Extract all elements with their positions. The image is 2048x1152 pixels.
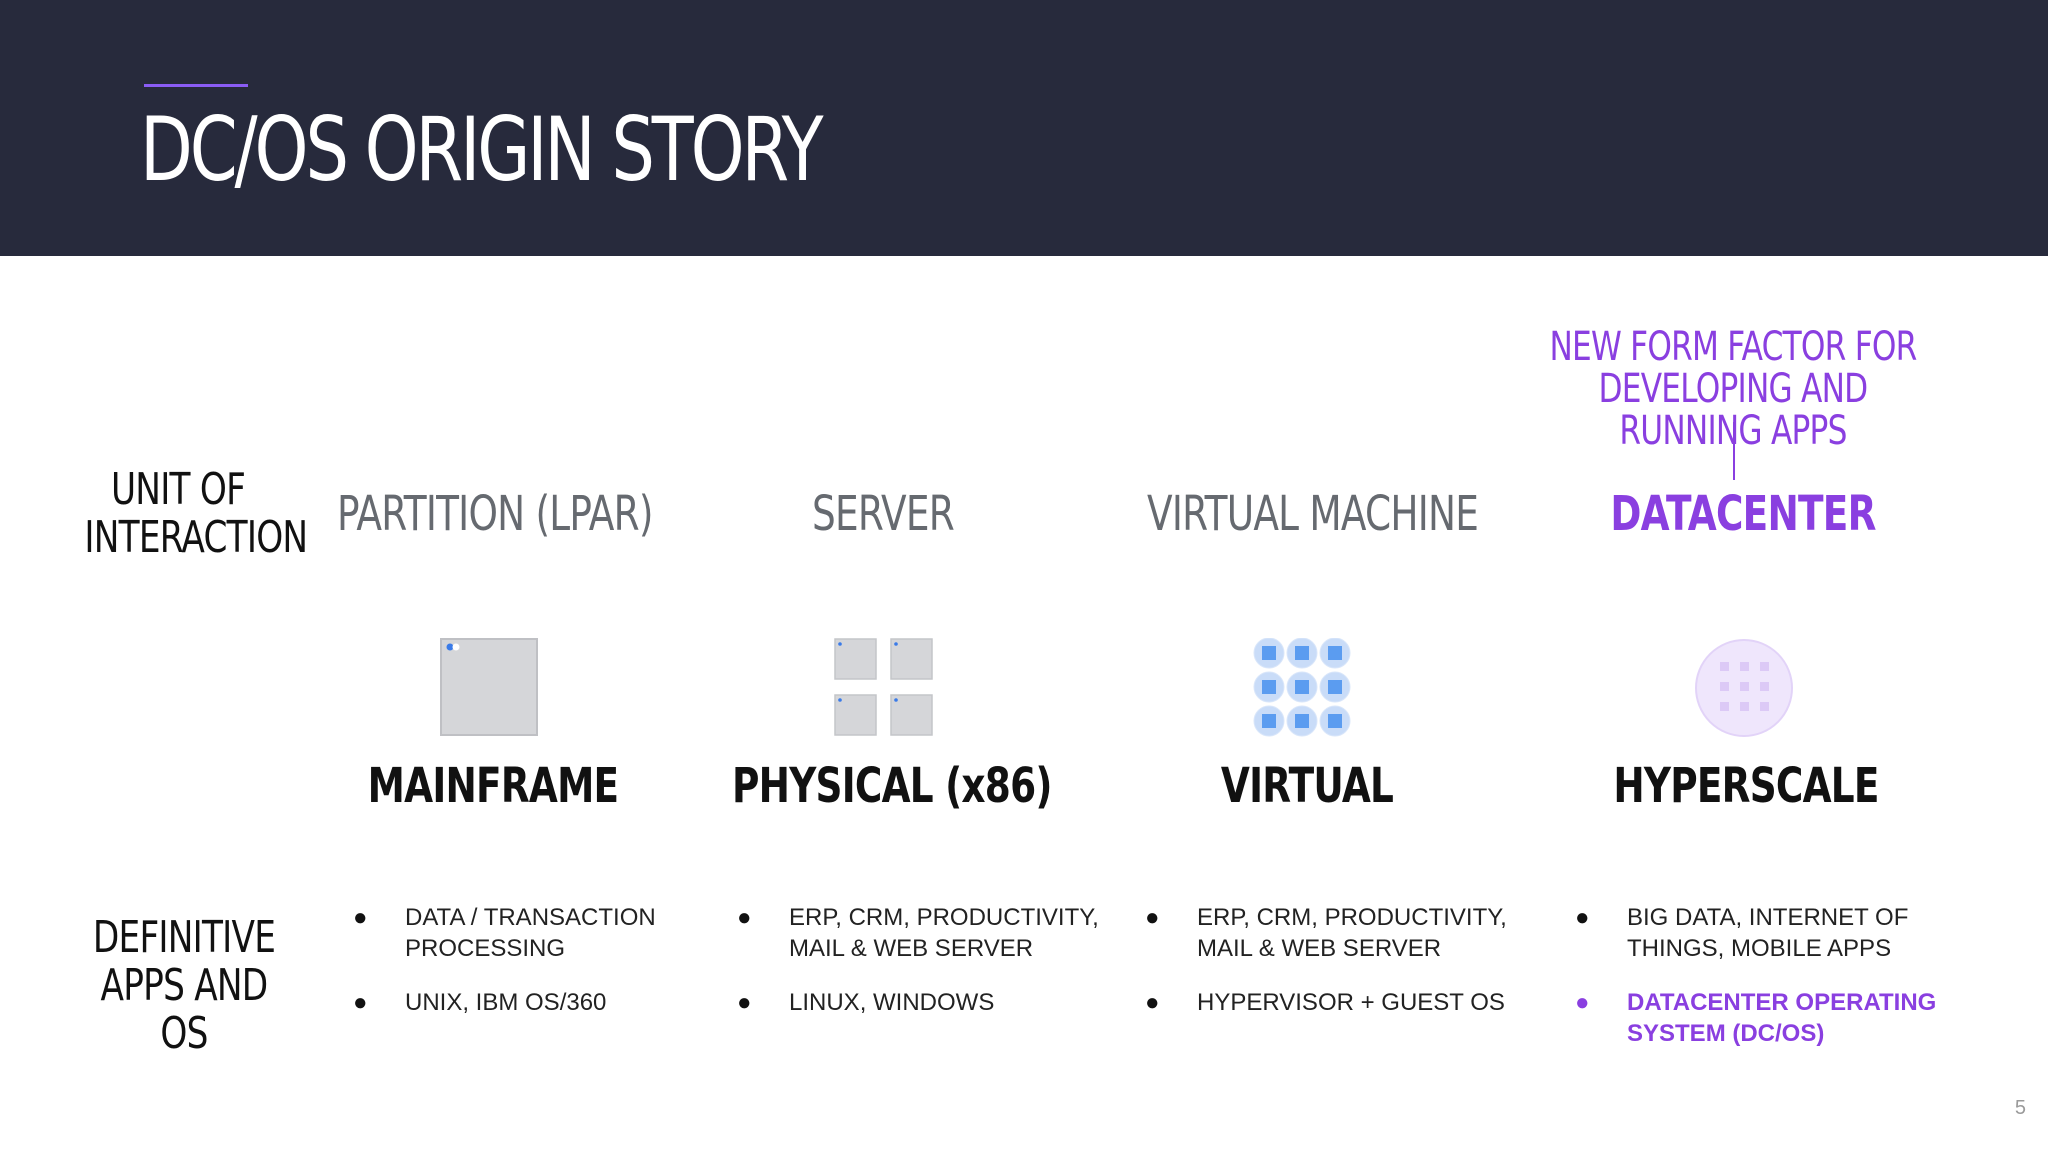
list-item: ●UNIX, IBM OS/360 bbox=[353, 989, 607, 1016]
type-mainframe: MAINFRAME bbox=[367, 758, 619, 814]
physical-apps-list: ●ERP, CRM, PRODUCTIVITY, MAIL & WEB SERV… bbox=[737, 902, 1099, 1041]
list-item: ●ERP, CRM, PRODUCTIVITY, MAIL & WEB SERV… bbox=[737, 904, 1099, 962]
bullet-dot: ● bbox=[353, 904, 368, 931]
callout-connector-line bbox=[1733, 422, 1735, 480]
row-label-unit-of-interaction: UNIT OF INTERACTION bbox=[84, 464, 308, 563]
new-form-factor-callout: NEW FORM FACTOR FOR DEVELOPING AND RUNNI… bbox=[1549, 324, 1917, 454]
bullet-dot: ● bbox=[737, 989, 752, 1016]
hyperscale-apps-list: ●BIG DATA, INTERNET OF THINGS, MOBILE AP… bbox=[1575, 902, 1936, 1072]
list-item: ●DATA / TRANSACTION PROCESSING bbox=[353, 904, 656, 962]
slide-title: DC/OS ORIGIN STORY bbox=[140, 98, 824, 201]
page-number: 5 bbox=[2014, 1097, 2026, 1119]
list-item: ●BIG DATA, INTERNET OF THINGS, MOBILE AP… bbox=[1575, 904, 1909, 962]
row-label-definitive-apps: DEFINITIVE APPS AND OS bbox=[92, 912, 276, 1059]
bullet-dot: ● bbox=[353, 989, 368, 1016]
unit-datacenter: DATACENTER bbox=[1610, 486, 1876, 542]
type-virtual: VIRTUAL bbox=[1220, 758, 1394, 814]
type-physical: PHYSICAL (x86) bbox=[732, 758, 1052, 814]
unit-partition: PARTITION (LPAR) bbox=[337, 486, 653, 542]
unit-server: SERVER bbox=[811, 486, 955, 542]
bullet-dot: ● bbox=[1145, 989, 1160, 1016]
unit-virtual-machine: VIRTUAL MACHINE bbox=[1147, 486, 1479, 542]
virtual-machines-icon bbox=[1253, 638, 1351, 737]
bullet-dot: ● bbox=[737, 904, 752, 931]
list-item: ●LINUX, WINDOWS bbox=[737, 989, 995, 1016]
physical-servers-icon bbox=[834, 638, 933, 736]
bullet-dot: ● bbox=[1575, 989, 1590, 1016]
bullet-dot: ● bbox=[1575, 904, 1590, 931]
list-item: ●HYPERVISOR + GUEST OS bbox=[1145, 989, 1505, 1016]
mainframe-apps-list: ●DATA / TRANSACTION PROCESSING ●UNIX, IB… bbox=[353, 902, 656, 1041]
title-accent-line bbox=[144, 84, 248, 87]
bullet-dot: ● bbox=[1145, 904, 1160, 931]
hyperscale-icon bbox=[1695, 639, 1793, 737]
type-hyperscale: HYPERSCALE bbox=[1613, 758, 1879, 814]
virtual-apps-list: ●ERP, CRM, PRODUCTIVITY, MAIL & WEB SERV… bbox=[1145, 902, 1507, 1041]
mainframe-icon bbox=[440, 638, 538, 736]
list-item: ●ERP, CRM, PRODUCTIVITY, MAIL & WEB SERV… bbox=[1145, 904, 1507, 962]
title-bar: DC/OS ORIGIN STORY bbox=[0, 0, 2048, 256]
list-item-highlight: ●DATACENTER OPERATING SYSTEM (DC/OS) bbox=[1575, 989, 1937, 1047]
